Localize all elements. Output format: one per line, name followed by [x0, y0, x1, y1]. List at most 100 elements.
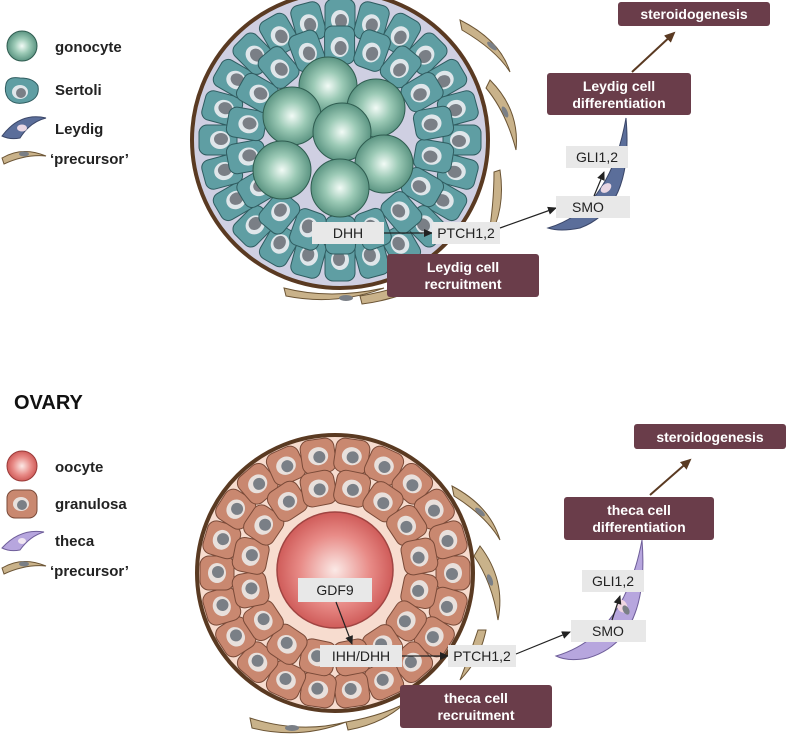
granulosa-cell	[435, 555, 471, 591]
granulosa-cell	[363, 445, 405, 486]
ihh-dhh-label: IHH/DHH	[332, 648, 390, 664]
ovary-smo-box	[571, 620, 646, 642]
granulosa-cell	[333, 437, 371, 475]
precursor-legend-icon	[1, 151, 47, 165]
granulosa-cell	[299, 437, 337, 475]
sertoli-cell	[400, 167, 445, 208]
granulosa-cell	[400, 571, 439, 610]
ovary-precursor-cells	[249, 485, 501, 734]
granulosa-cell-layer	[199, 437, 471, 709]
sertoli-cell	[353, 29, 391, 72]
legend-sertoli-label: Sertoli	[55, 82, 102, 99]
sertoli-cell	[225, 106, 267, 142]
oocyte	[276, 511, 394, 629]
leydig-differentiation-line1: Leydig cell	[583, 78, 655, 94]
ovary-steroidogenesis-box: steroidogenesis	[634, 424, 786, 449]
gonocyte	[262, 86, 322, 146]
ovary-ptch-label: PTCH1,2	[453, 648, 511, 664]
gdf9-box	[298, 578, 372, 602]
testis-precursor-cells	[283, 19, 517, 305]
granulosa-cell	[333, 469, 372, 508]
testis-cord	[190, 0, 517, 305]
testis-smo-box	[556, 196, 630, 218]
ovary-gli-box	[582, 570, 644, 592]
testis-ptch-to-smo-arrow	[499, 206, 557, 229]
sertoli-cell	[400, 72, 444, 113]
dhh-label: DHH	[333, 225, 363, 241]
granulosa-cell	[363, 660, 405, 701]
sertoli-cell	[413, 138, 455, 174]
ovarian-follicle	[195, 433, 501, 734]
ovary-precursor-legend-icon	[1, 561, 47, 575]
theca-legend-icon	[1, 530, 45, 552]
granulosa-cell	[266, 623, 308, 665]
ovary-signaling: GDF9 IHH/DHH PTCH1,2 SMO GLI1,2	[298, 570, 646, 667]
oocyte-legend-icon	[6, 450, 38, 482]
granulosa-cell	[231, 570, 270, 609]
sertoli-cell	[405, 32, 448, 75]
granulosa-cell	[236, 463, 279, 505]
gonocyte	[310, 158, 370, 218]
granulosa-cell	[199, 555, 235, 591]
gdf9-to-ihh-arrow	[335, 601, 353, 645]
ovary-legend: oocyte granulosa theca ‘precursor’	[1, 450, 129, 580]
testis-signaling: DHH PTCH1,2 SMO GLI1,2	[312, 146, 630, 244]
legend-ovary-precursor-label: ‘precursor’	[50, 563, 129, 580]
ovary-steroidogenesis-label: steroidogenesis	[656, 429, 764, 445]
sertoli-cell	[380, 191, 423, 234]
gonocyte-legend-icon	[6, 30, 38, 62]
sertoli-cell	[412, 105, 455, 141]
leydig-differentiation-box: Leydig cell differentiation	[547, 73, 691, 115]
granulosa-cell	[362, 481, 404, 523]
legend-leydig-label: Leydig	[55, 121, 103, 138]
granulosa-cell	[265, 660, 307, 701]
granulosa-cell	[215, 488, 257, 530]
testis-gli-box	[566, 146, 628, 168]
leydig-recruitment-line2: recruitment	[424, 276, 501, 292]
legend-granulosa-label: granulosa	[55, 496, 127, 513]
theca-differentiation-box: theca cell differentiation	[564, 497, 714, 540]
legend-precursor-label: ‘precursor’	[50, 151, 129, 168]
sertoli-cell	[258, 224, 300, 268]
granulosa-cell	[299, 469, 338, 508]
testis-gli-label: GLI1,2	[576, 149, 618, 165]
granulosa-cell	[413, 616, 455, 658]
leydig-differentiation-line2: differentiation	[572, 95, 665, 111]
leydig-recruitment-box: Leydig cell recruitment	[387, 254, 539, 297]
ovary-smo-label: SMO	[592, 623, 624, 639]
leydig-recruitment-line1: Leydig cell	[427, 259, 499, 275]
testis-smo-label: SMO	[572, 199, 604, 215]
granulosa-cell	[333, 671, 371, 709]
granulosa-cell	[386, 504, 428, 547]
granulosa-cell	[385, 600, 427, 642]
theca-differentiation-line2: differentiation	[592, 519, 685, 535]
granulosa-cell	[231, 536, 270, 575]
sertoli-legend-icon	[4, 77, 39, 104]
testis-legend: gonocyte Sertoli Leydig ‘precursor’	[1, 30, 129, 168]
theca-recruitment-line1: theca cell	[444, 690, 508, 706]
granulosa-cell	[266, 480, 309, 522]
testis-smo-to-gli-arrow	[593, 171, 605, 197]
theca-recruitment-box: theca cell recruitment	[400, 685, 552, 728]
sertoli-cell	[290, 1, 327, 44]
sertoli-cell	[258, 191, 301, 235]
testis-steroidogenesis-box: steroidogenesis	[618, 2, 770, 26]
dhh-box	[312, 222, 384, 244]
granulosa-cell	[400, 537, 439, 576]
ovary-smo-to-gli-arrow	[611, 595, 622, 621]
theca-recruitment-line2: recruitment	[437, 707, 514, 723]
ovary-title: OVARY	[14, 392, 84, 414]
granulosa-legend-icon	[6, 489, 38, 519]
ovary-ptch-box	[448, 645, 516, 667]
gonocyte	[252, 140, 312, 200]
legend-theca-label: theca	[55, 533, 95, 550]
gdf9-label: GDF9	[316, 582, 354, 598]
testis-steroidogenesis-label: steroidogenesis	[640, 6, 748, 22]
granulosa-cell	[428, 520, 468, 560]
ovary-steroid-arrow	[649, 458, 692, 496]
testis-ptch-box	[432, 222, 500, 244]
granulosa-cell	[215, 616, 257, 658]
ovary-gli-label: GLI1,2	[592, 573, 634, 589]
